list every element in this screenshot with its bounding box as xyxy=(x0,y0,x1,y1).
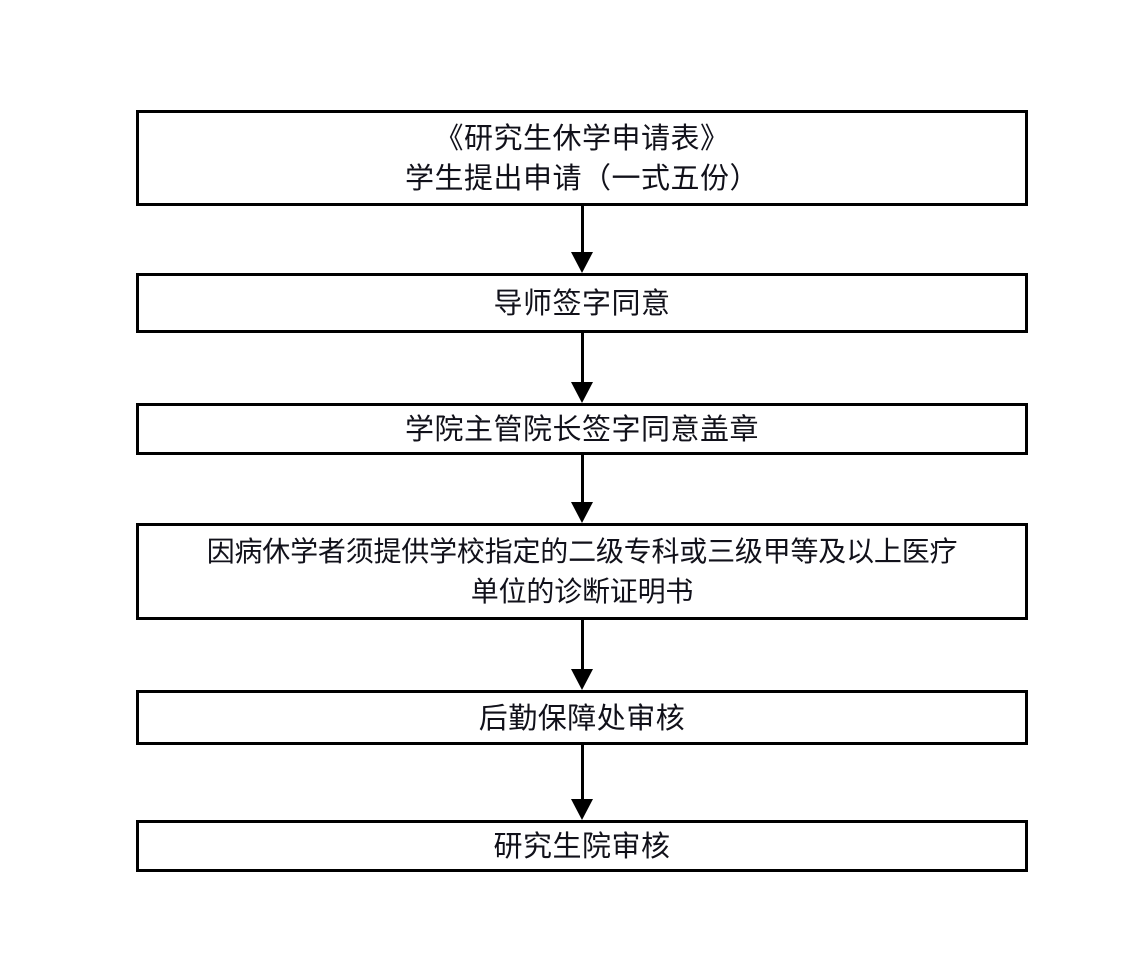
flow-node-text-line: 学院主管院长签字同意盖章 xyxy=(404,412,759,446)
flow-node-text-line: 单位的诊断证明书 xyxy=(470,574,694,608)
arrow-head-icon xyxy=(571,669,593,690)
flow-arrow-2-to-3 xyxy=(570,333,594,403)
flow-node-application-form: 《研究生休学申请表》 学生提出申请（一式五份） xyxy=(136,110,1028,206)
flow-node-text-line: 后勤保障处审核 xyxy=(478,700,686,735)
flow-node-text-line: 导师签字同意 xyxy=(493,286,671,320)
arrow-stem xyxy=(581,455,584,502)
flow-node-graduate-school-review: 研究生院审核 xyxy=(136,820,1028,872)
flow-node-advisor-signature: 导师签字同意 xyxy=(136,273,1028,333)
flow-node-text-line: 学生提出申请（一式五份） xyxy=(404,161,759,195)
flow-node-text-line: 因病休学者须提供学校指定的二级专科或三级甲等及以上医疗 xyxy=(206,534,958,568)
flow-node-logistics-review: 后勤保障处审核 xyxy=(136,690,1028,745)
flow-arrow-1-to-2 xyxy=(570,206,594,273)
arrow-stem xyxy=(581,745,584,799)
arrow-head-icon xyxy=(571,252,593,273)
flow-node-medical-certificate: 因病休学者须提供学校指定的二级专科或三级甲等及以上医疗 单位的诊断证明书 xyxy=(136,523,1028,620)
arrow-stem xyxy=(581,620,584,669)
arrow-head-icon xyxy=(571,502,593,523)
flow-node-dean-signature-seal: 学院主管院长签字同意盖章 xyxy=(136,403,1028,455)
flow-node-text-line: 《研究生休学申请表》 xyxy=(434,121,730,155)
arrow-head-icon xyxy=(571,799,593,820)
flow-arrow-5-to-6 xyxy=(570,745,594,820)
arrow-head-icon xyxy=(571,382,593,403)
arrow-stem xyxy=(581,333,584,382)
arrow-stem xyxy=(581,206,584,252)
flow-arrow-3-to-4 xyxy=(570,455,594,523)
flow-node-text-line: 研究生院审核 xyxy=(493,829,671,863)
flow-arrow-4-to-5 xyxy=(570,620,594,690)
